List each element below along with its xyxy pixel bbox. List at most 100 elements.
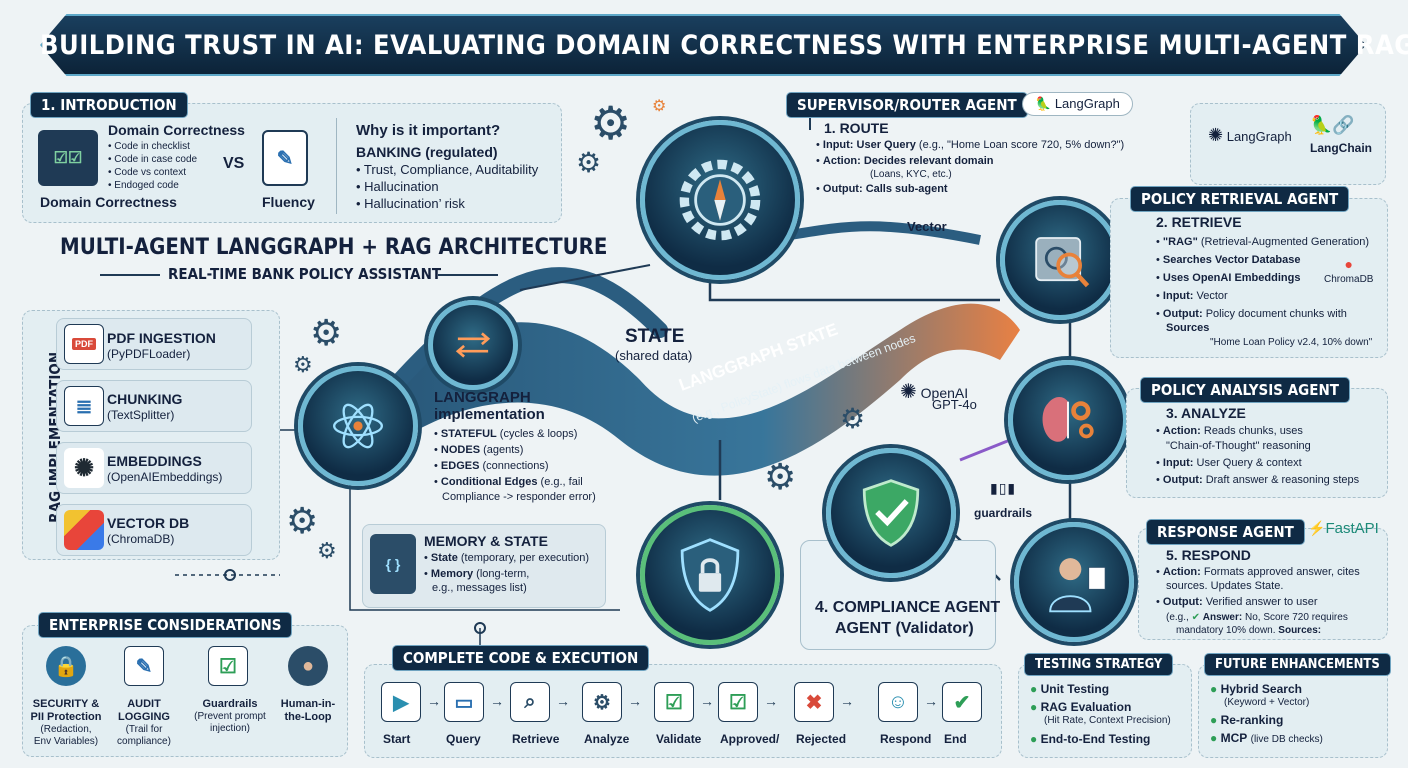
rag-item-sub: (OpenAIEmbeddings)	[107, 470, 223, 484]
future-item: ● Hybrid Search	[1210, 682, 1302, 696]
fluency-caption: Fluency	[262, 194, 315, 210]
domain-item: • Code in case code	[108, 154, 198, 165]
retrieval-panel	[1110, 198, 1388, 358]
domain-item: • Code vs context	[108, 167, 186, 178]
compliance-node	[826, 448, 956, 578]
retrieve-item: • "RAG" (Retrieval-Augmented Generation)	[1156, 236, 1369, 248]
memory-title: MEMORY & STATE	[424, 533, 548, 549]
person-icon: ●	[288, 646, 328, 686]
testing-item: ● End-to-End Testing	[1030, 732, 1151, 746]
enterprise-item-l2: PII Protection	[30, 711, 102, 723]
gpt-label: GPT-4o	[932, 397, 977, 412]
brand-panel	[1190, 103, 1386, 185]
route-input: • Input: User Query (e.g., "Home Loan sc…	[816, 139, 1125, 151]
gear-icon: ⚙	[293, 352, 313, 377]
retrieve-quote: "Home Loan Policy v2.4, 10% down"	[1210, 337, 1373, 348]
chat-person-icon: ☺	[878, 682, 918, 722]
rag-item-title: PDF INGESTION	[107, 330, 216, 346]
route-output: • Output: Calls sub-agent	[816, 183, 948, 195]
check-circle-icon: ●	[1030, 732, 1038, 746]
openai-logo: ✺ OpenAI	[900, 381, 969, 403]
respond-answer-cont: mandatory 10% down. Sources:	[1176, 625, 1322, 636]
analyze-step: 3. ANALYZE	[1166, 405, 1246, 421]
code-step-label: Analyze	[584, 732, 630, 746]
arrow-right-icon: →	[840, 693, 854, 709]
memory-state: • State (temporary, per execution)	[424, 552, 590, 564]
compliance-subtitle: AGENT (Validator)	[835, 620, 974, 637]
testing-item: ● RAG Evaluation	[1030, 700, 1132, 714]
gear-icon: ⚙	[582, 682, 622, 722]
arrow-right-icon: →	[700, 693, 714, 709]
impl-item: • NODES (agents)	[434, 444, 524, 456]
analysis-panel	[1126, 388, 1388, 498]
arrow-right-icon: →	[556, 693, 570, 709]
state-sub: (shared data)	[615, 348, 693, 363]
code-step-label: End	[944, 732, 967, 746]
document-lines-icon: ≣	[64, 386, 104, 426]
intro-divider	[336, 118, 337, 214]
state-label: STATE	[625, 326, 685, 347]
why-item: • Hallucination’ risk	[356, 196, 465, 211]
document-check-icon: ☑	[718, 682, 758, 722]
rag-item-title: EMBEDDINGS	[107, 453, 202, 469]
domain-item: • Code in checklist	[108, 141, 190, 152]
langgraph-impl-subtitle: implementation	[434, 406, 545, 423]
code-step-label: Retrieve	[512, 732, 560, 746]
intro-header: 1. INTRODUCTION	[30, 92, 188, 118]
guardrails-label: guardrails	[974, 506, 1033, 520]
why-item: • Trust, Compliance, Auditability	[356, 162, 539, 177]
security-node	[640, 505, 780, 645]
respond-action-cont: sources. Updates State.	[1166, 580, 1284, 592]
supervisor-tag: 🦜 LangGraph	[1022, 92, 1133, 117]
enterprise-item-l2: the-Loop	[284, 711, 332, 723]
gear-icon: ⚙	[652, 98, 667, 115]
future-item-sub: (Keyword + Vector)	[1224, 697, 1310, 708]
shield-lock-icon: 🔒	[46, 646, 86, 686]
subtitle-rule	[438, 274, 498, 276]
enterprise-item-l4: Env Variables)	[33, 736, 99, 747]
enterprise-header: ENTERPRISE CONSIDERATIONS	[38, 612, 293, 638]
page-title: BUILDING TRUST IN AI: EVALUATING DOMAIN …	[40, 30, 1408, 61]
retrieval-header: POLICY RETRIEVAL AGENT	[1130, 186, 1350, 212]
respond-answer: (e.g., ✔ Answer: No, Score 720 requires	[1166, 612, 1348, 623]
guardrails-icon: ▮▯▮	[990, 480, 1017, 496]
impl-item: • STATEFUL (cycles & loops)	[434, 428, 578, 440]
future-header: FUTURE ENHANCEMENTS	[1204, 653, 1391, 676]
testing-header: TESTING STRATEGY	[1024, 653, 1174, 676]
enterprise-item-l1: Guardrails	[202, 698, 258, 710]
enterprise-item-l1: SECURITY &	[32, 698, 100, 710]
retrieve-item: • Input: Vector	[1156, 290, 1228, 302]
langgraph-node	[298, 366, 418, 486]
domain-item: • Endoged code	[108, 180, 179, 191]
langchain-label: LangChain	[1310, 141, 1372, 155]
respond-step: 5. RESPOND	[1166, 547, 1251, 563]
langgraph-logo: ✺ LangGraph	[1208, 125, 1292, 145]
reject-icon: ✖	[794, 682, 834, 722]
retrieve-step: 2. RETRIEVE	[1156, 214, 1242, 230]
langgraph-impl-title: LANGGRAPH	[434, 389, 531, 406]
pdf-icon: PDF	[64, 324, 104, 364]
code-header: COMPLETE CODE & EXECUTION	[392, 645, 650, 671]
rag-item-sub: (ChromaDB)	[107, 532, 175, 546]
future-item: ● Re-ranking	[1210, 713, 1284, 727]
checklist-icon: ☑☑	[38, 130, 98, 186]
retrieval-node	[1000, 200, 1120, 320]
enterprise-item-l1: AUDIT	[127, 698, 161, 710]
memory-memory-cont: e.g., messages list)	[432, 582, 527, 594]
book-icon: { }	[370, 534, 416, 594]
check-circle-icon: ●	[1030, 700, 1038, 714]
impl-item-cont: Compliance -> responder error)	[442, 491, 596, 503]
retrieve-item: • Output: Policy document chunks with	[1156, 308, 1347, 320]
switch-node	[428, 300, 518, 390]
code-step-label: Approved/	[720, 732, 780, 746]
document-pen-icon: ✎	[262, 130, 308, 186]
response-header: RESPONSE AGENT	[1146, 519, 1305, 545]
vs-label: VS	[223, 155, 245, 172]
analyze-action: • Action: Reads chunks, uses	[1156, 425, 1303, 437]
openai-icon: ✺	[64, 448, 104, 488]
analysis-node	[1008, 360, 1128, 480]
check-circle-icon: ●	[1210, 713, 1218, 727]
enterprise-item-l1: Human-in-	[280, 698, 336, 710]
retrieve-item: • Uses OpenAI Embeddings	[1156, 272, 1301, 284]
route-action: • Action: Decides relevant domain	[816, 155, 994, 167]
